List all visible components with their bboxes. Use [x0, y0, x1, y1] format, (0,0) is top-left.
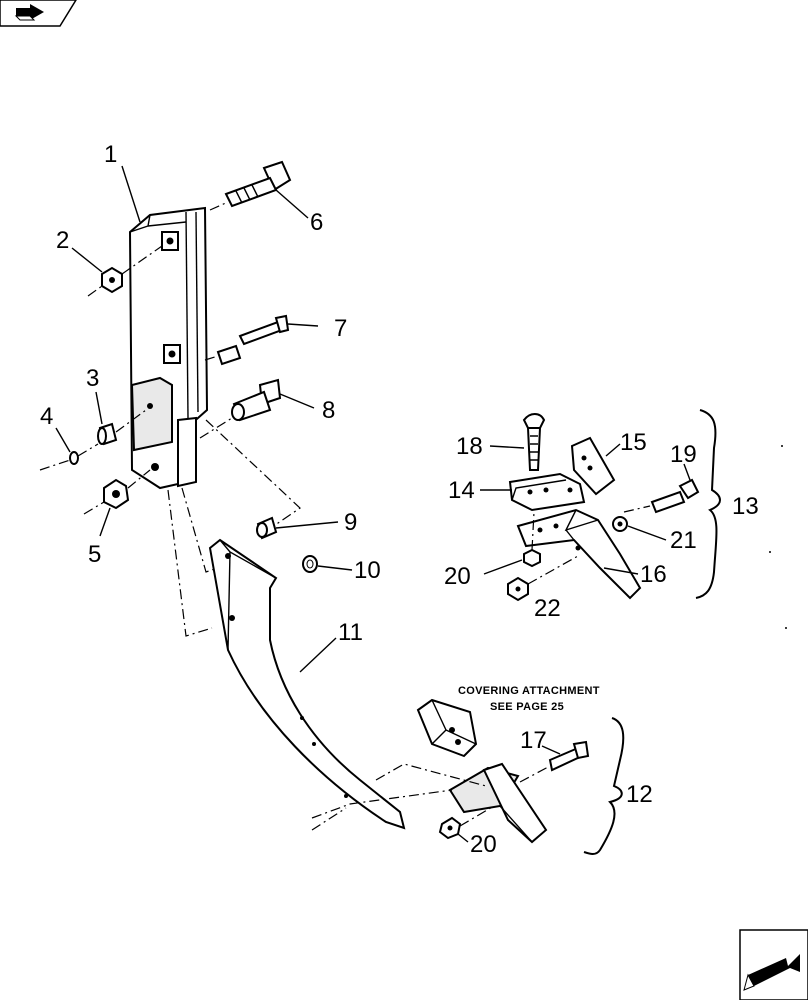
washer-small — [39, 443, 99, 471]
callout-17: 17 — [520, 727, 547, 754]
covering-attachment-note: COVERING ATTACHMENT SEE PAGE 25 — [458, 685, 600, 713]
nut-large — [83, 469, 151, 515]
callout-22: 22 — [534, 595, 561, 622]
spacer-small — [97, 409, 147, 446]
callout-15: 15 — [620, 429, 647, 456]
callout-2: 2 — [56, 227, 69, 254]
callout-8: 8 — [322, 397, 335, 424]
bolt-19 — [623, 478, 700, 514]
note-line-2: SEE PAGE 25 — [490, 701, 564, 713]
callout-20-lower: 20 — [470, 831, 497, 858]
frame-bracket — [128, 206, 209, 490]
callout-20-upper: 20 — [444, 563, 471, 590]
callout-7: 7 — [334, 315, 347, 342]
callout-19: 19 — [670, 441, 697, 468]
callout-4: 4 — [40, 403, 53, 430]
next-page-arrow-icon — [743, 954, 800, 991]
point-15 — [570, 436, 616, 496]
callout-16: 16 — [640, 561, 667, 588]
shank — [208, 538, 406, 830]
callout-1: 1 — [104, 141, 117, 168]
nut-20-upper — [523, 511, 541, 568]
plate-14 — [508, 472, 586, 512]
nut-small — [87, 245, 163, 297]
callout-18: 18 — [456, 433, 483, 460]
note-line-1: COVERING ATTACHMENT — [458, 685, 600, 697]
callout-21: 21 — [670, 527, 697, 554]
next-page-button[interactable] — [739, 929, 808, 1000]
callouts: 1 2 3 4 5 6 7 8 9 10 11 12 13 14 15 16 1… — [40, 141, 759, 858]
washer — [302, 555, 318, 573]
spacer — [256, 516, 278, 540]
bolt-middle — [204, 314, 290, 366]
callout-14: 14 — [448, 477, 475, 504]
callout-11: 11 — [338, 619, 363, 646]
bolt-18 — [522, 413, 546, 471]
callout-5: 5 — [88, 541, 101, 568]
bracket-12 — [583, 717, 625, 855]
callout-10: 10 — [354, 557, 381, 584]
point-assembly — [311, 740, 590, 844]
nut-22 — [507, 555, 579, 602]
leader-lines — [55, 165, 691, 843]
shoulder-bolt — [199, 378, 282, 439]
covering-attachment — [416, 698, 478, 758]
callout-6: 6 — [310, 209, 323, 236]
dot-mark — [781, 445, 783, 447]
callout-12: 12 — [626, 781, 653, 808]
callout-9: 9 — [344, 509, 357, 536]
dot-mark — [785, 627, 787, 629]
callout-13: 13 — [732, 493, 759, 520]
callout-3: 3 — [86, 365, 99, 392]
prev-page-button[interactable] — [0, 0, 77, 27]
shovel-16 — [516, 508, 642, 600]
bolt-top — [209, 160, 292, 211]
dot-mark — [769, 551, 771, 553]
prev-page-arrow-icon — [14, 4, 44, 21]
assembly-13 — [507, 409, 721, 602]
alignment-lines — [167, 419, 301, 637]
